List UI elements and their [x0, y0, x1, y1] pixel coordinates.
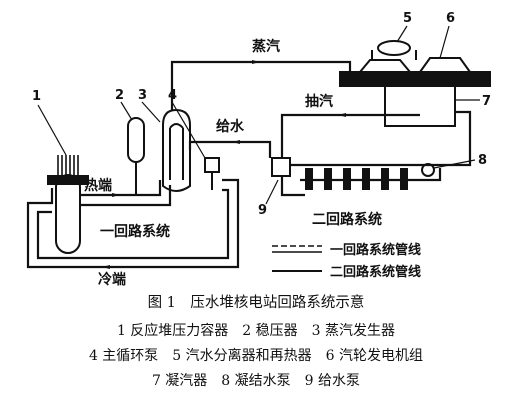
legend: 一回路系统管线 二回路系统管线	[272, 242, 421, 280]
label-hot-leg: 热端	[84, 177, 112, 194]
callout-5: 5	[403, 11, 412, 26]
steam-generator	[141, 101, 191, 192]
primary-loop-inner	[36, 188, 230, 260]
extraction-line	[280, 113, 420, 158]
legend-secondary-text: 二回路系统管线	[330, 264, 421, 280]
legend-primary-text: 一回路系统管线	[330, 242, 421, 258]
callout-4: 4	[168, 88, 177, 103]
primary-loop-outer	[26, 178, 240, 269]
moisture-separator-reheater	[377, 25, 411, 56]
caption-line-1: 1 反应堆压力容器 2 稳压器 3 蒸汽发生器	[116, 323, 396, 339]
steam-line	[170, 60, 352, 110]
condensate-line	[290, 110, 472, 167]
callout-9: 9	[258, 203, 267, 218]
feedwater-heaters	[305, 168, 408, 190]
feedwater-pump	[265, 157, 291, 205]
callout-1: 1	[32, 89, 41, 104]
figure-title: 图 1 压水堆核电站回路系统示意	[147, 295, 365, 311]
feedwater-line	[188, 140, 272, 158]
label-steam: 蒸汽	[252, 38, 280, 55]
label-feedwater: 给水	[216, 118, 245, 135]
turbine-generator	[339, 25, 491, 87]
main-coolant-pump	[171, 101, 220, 190]
callout-6: 6	[446, 11, 455, 26]
condensate-pump	[421, 159, 476, 177]
callout-3: 3	[138, 88, 147, 103]
pressurizer	[120, 101, 145, 195]
legend-primary-line	[272, 245, 322, 253]
label-extraction: 抽汽	[305, 93, 333, 110]
label-cold-leg: 冷端	[98, 271, 126, 288]
pump-9-line	[280, 175, 305, 197]
label-secondary-system: 二回路系统	[312, 211, 382, 228]
reactor-vessel	[37, 104, 89, 254]
hot-leg-pipe	[80, 180, 172, 207]
label-primary-system: 一回路系统	[100, 223, 170, 240]
condenser	[384, 85, 480, 127]
pwr-loop-diagram: 蒸汽 抽汽 给水 热端 冷端 一回路系统 二回路系统 1 2 3 4 5 6 7…	[26, 11, 491, 288]
callout-7: 7	[482, 94, 491, 109]
callout-8: 8	[478, 153, 487, 168]
flow-arrows	[102, 60, 346, 269]
caption-line-3: 7 凝汽器 8 凝结水泵 9 给水泵	[151, 373, 361, 389]
callout-2: 2	[115, 88, 124, 103]
caption-line-2: 4 主循环泵 5 汽水分离器和再热器 6 汽轮发电机组	[88, 348, 424, 364]
